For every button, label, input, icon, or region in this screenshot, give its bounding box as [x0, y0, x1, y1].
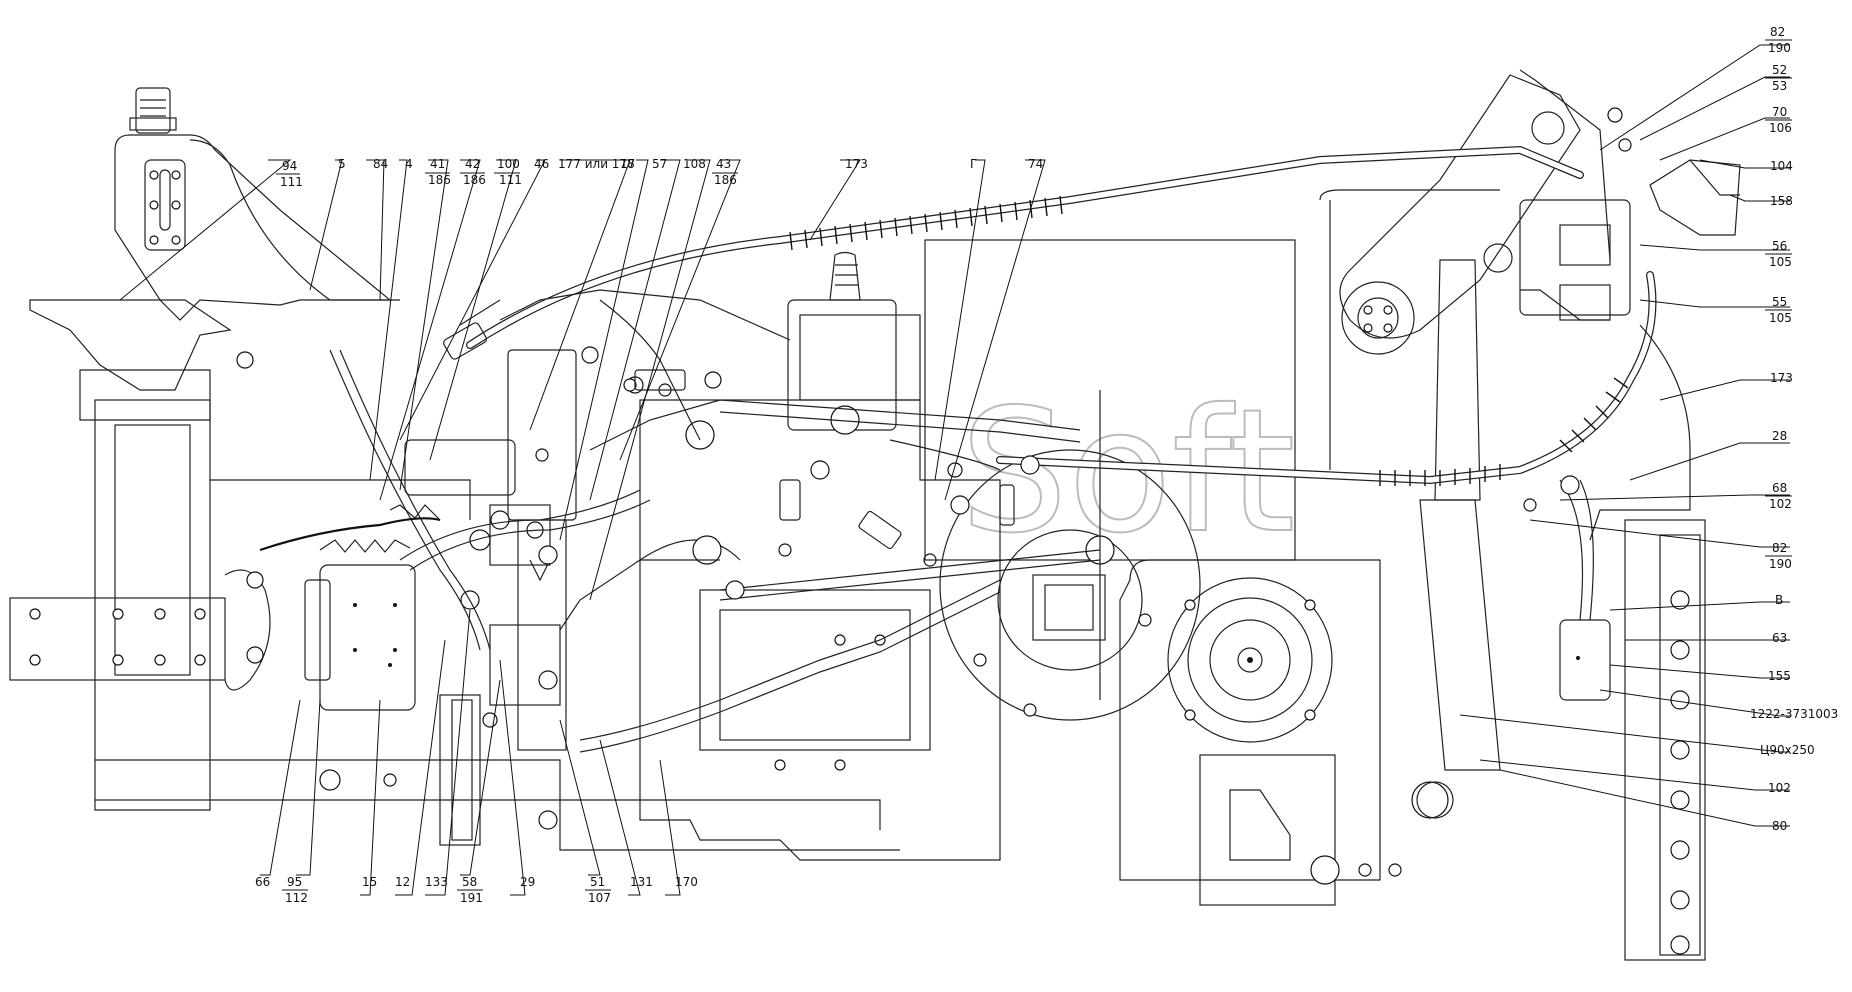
callout-58-sub: 191: [460, 891, 483, 905]
callout-68-sub: 102: [1769, 497, 1792, 511]
hose-corrugation-rear: [1379, 377, 1629, 486]
callout-28: 28: [1772, 429, 1787, 443]
callout-70-sub: 106: [1769, 121, 1792, 135]
callout-12: 12: [395, 875, 410, 889]
callout-58: 58: [462, 875, 477, 889]
callout-51-sub: 107: [588, 891, 611, 905]
callout-41-sub: 186: [428, 173, 451, 187]
callout-158: 158: [1770, 194, 1793, 208]
callout-70: 70: [1772, 105, 1787, 119]
callout-82-top-sub: 190: [1768, 41, 1791, 55]
callout-131: 131: [630, 875, 653, 889]
callout-52: 52: [1772, 63, 1787, 77]
callout-155: 155: [1768, 669, 1791, 683]
front-frame: [9, 399, 900, 851]
callout-94-sub: 111: [280, 175, 303, 189]
hydraulic-pipes: [259, 289, 1580, 753]
callout-5: 5: [338, 157, 346, 171]
callout-46: 46: [534, 157, 549, 171]
callout-95: 95: [287, 875, 302, 889]
callout-102: 102: [1768, 781, 1791, 795]
callout-68: 68: [1772, 481, 1787, 495]
hose-corrugation: [789, 195, 1063, 251]
callout-4: 4: [405, 157, 413, 171]
callout-66: 66: [255, 875, 270, 889]
callout-G: Г: [970, 157, 977, 171]
oil-tank: [29, 87, 400, 421]
callout-82-low-sub: 190: [1769, 557, 1792, 571]
filter-housing: [304, 564, 481, 846]
callout-1222: 1222-3731003: [1750, 707, 1838, 721]
callout-labels: 94 111 5 84 4 41 186 42 186 100 111 46 1…: [255, 25, 1838, 905]
callout-95-sub: 112: [285, 891, 308, 905]
callout-82-low: 82: [1772, 541, 1787, 555]
callout-80: 80: [1772, 819, 1787, 833]
callout-170: 170: [675, 875, 698, 889]
callout-55: 55: [1772, 295, 1787, 309]
callout-52-sub: 53: [1772, 79, 1787, 93]
callout-108: 108: [683, 157, 706, 171]
callout-177: 177 или 178: [558, 157, 635, 171]
callout-43: 43: [716, 157, 731, 171]
rear-hitch-link: [1339, 69, 1741, 961]
callout-74: 74: [1028, 157, 1043, 171]
callout-100-sub: 111: [499, 173, 522, 187]
callout-100: 100: [497, 157, 520, 171]
callout-84: 84: [373, 157, 388, 171]
callout-15: 15: [362, 875, 377, 889]
callout-51: 51: [590, 875, 605, 889]
callout-133: 133: [425, 875, 448, 889]
callout-leaders: [119, 44, 1790, 896]
callout-C90: Ц90х250: [1760, 743, 1815, 757]
frame-bolt-holes: [29, 608, 397, 791]
rear-final-drive: [1119, 559, 1449, 906]
callout-43-sub: 186: [714, 173, 737, 187]
callout-17: 17: [620, 157, 635, 171]
callout-94: 94: [282, 159, 297, 173]
callout-V: В: [1775, 593, 1783, 607]
cylinder-vertical: [507, 349, 577, 830]
callout-56-sub: 105: [1769, 255, 1792, 269]
callout-82-top: 82: [1770, 25, 1785, 39]
callout-56: 56: [1772, 239, 1787, 253]
callout-173-top: 173: [845, 157, 868, 171]
callout-42-sub: 186: [463, 173, 486, 187]
callout-57: 57: [652, 157, 667, 171]
callout-42: 42: [465, 157, 480, 171]
hose-173: [466, 145, 1691, 700]
callout-41: 41: [430, 157, 445, 171]
callout-173-right: 173: [1770, 371, 1793, 385]
control-valves: [319, 439, 561, 728]
callout-55-sub: 105: [1769, 311, 1792, 325]
callout-63: 63: [1772, 631, 1787, 645]
callout-104: 104: [1770, 159, 1793, 173]
callout-29: 29: [520, 875, 535, 889]
